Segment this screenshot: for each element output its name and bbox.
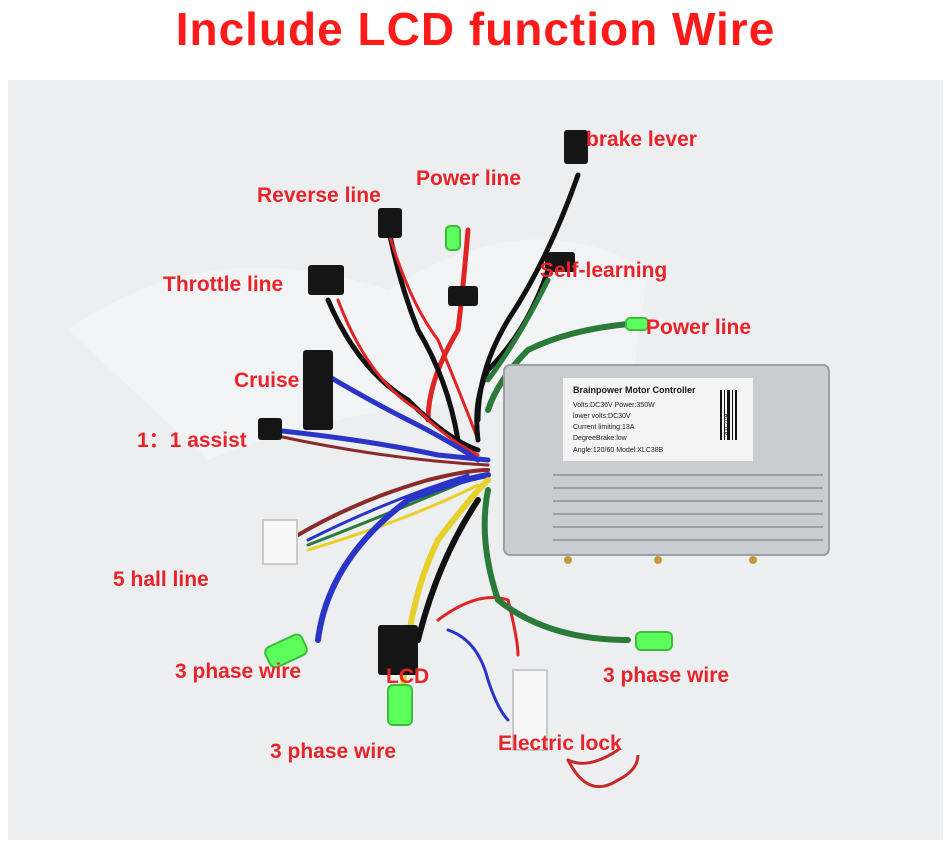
- label-reverse-line: Reverse line: [257, 184, 381, 207]
- controller-brake: DegreeBrake:low: [573, 435, 627, 442]
- controller-photo: Brainpower Motor Controller Volts:DC36V …: [8, 80, 943, 840]
- label-phase-wire-right: 3 phase wire: [603, 664, 730, 687]
- page-title: Include LCD function Wire: [175, 3, 776, 55]
- label-assist: 1：1 assist: [137, 429, 247, 452]
- controller-current: Current limiting:13A: [573, 424, 635, 431]
- controller-brand: Brainpower Motor Controller: [573, 385, 696, 395]
- label-hall-line: 5 hall line: [113, 568, 209, 591]
- label-self-learning: Self-learning: [540, 259, 668, 282]
- hall-connector: [262, 519, 298, 565]
- controller-lower-volts: lower volts:DC30V: [573, 413, 631, 420]
- wiring-illustration: [68, 130, 830, 789]
- label-electric-lock: Electric lock: [498, 732, 622, 755]
- label-cruise: Cruise: [234, 369, 300, 392]
- controller-angle-model: Angle:120/60 Model:XLC38B: [573, 447, 664, 454]
- lock-connector: [512, 669, 548, 751]
- controller-volts: Volts:DC36V Power:350W: [573, 402, 655, 409]
- label-brake-lever: brake lever: [586, 128, 697, 151]
- label-power-line-right: Power line: [646, 316, 752, 339]
- label-lcd: LCD: [386, 665, 430, 688]
- barcode-number: 201708: [724, 413, 731, 437]
- label-power-line-top: Power line: [416, 167, 522, 190]
- label-phase-wire-left: 3 phase wire: [175, 660, 302, 683]
- label-phase-wire-bottom: 3 phase wire: [270, 740, 397, 763]
- label-throttle-line: Throttle line: [163, 273, 284, 296]
- motor-controller: [503, 364, 830, 564]
